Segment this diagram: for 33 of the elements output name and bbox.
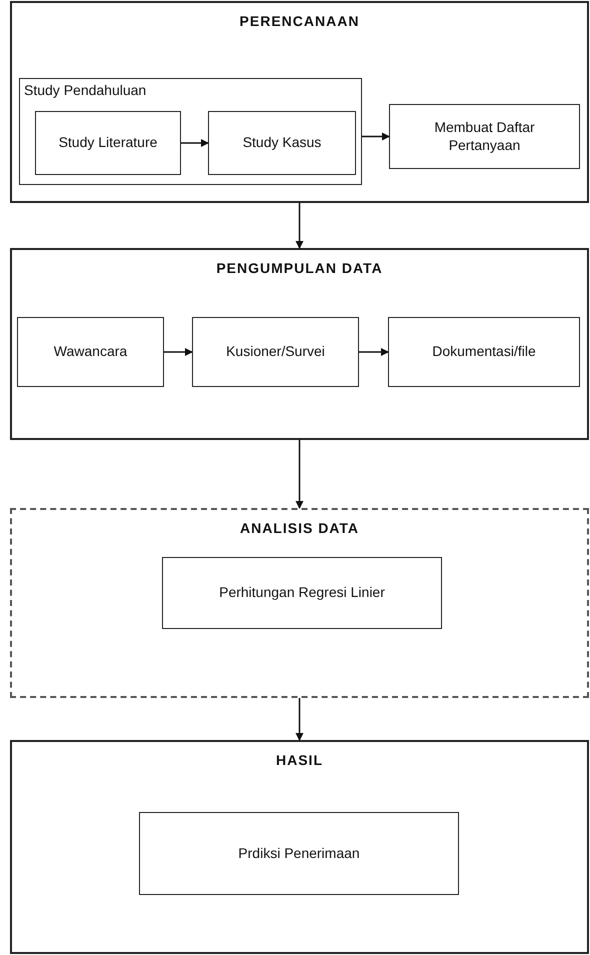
process-box xyxy=(162,557,442,629)
section-box xyxy=(10,1,589,203)
box-label: Kusioner/Survei xyxy=(226,343,325,361)
box-label: Prdiksi Penerimaan xyxy=(238,844,360,862)
arrow xyxy=(296,440,304,509)
arrow xyxy=(362,132,390,140)
process-box xyxy=(389,104,580,169)
box-label: Wawancara xyxy=(54,343,128,361)
arrow xyxy=(296,698,304,741)
box-label: Dokumentasi/file xyxy=(432,343,536,361)
dashed-section-box xyxy=(10,508,589,698)
box-label: Membuat Daftar Pertanyaan xyxy=(433,119,536,154)
arrow xyxy=(164,348,193,356)
box-label: Perhitungan Regresi Linier xyxy=(219,584,385,602)
section-box xyxy=(10,740,589,954)
process-box xyxy=(388,317,580,387)
process-box xyxy=(35,111,181,175)
process-box xyxy=(17,317,164,387)
group-box xyxy=(19,78,362,185)
group-heading: Study Pendahuluan xyxy=(24,82,146,100)
process-box xyxy=(192,317,359,387)
section-box xyxy=(10,248,589,440)
arrow xyxy=(296,203,304,249)
process-box xyxy=(139,812,459,895)
box-label: Study Literature xyxy=(58,134,158,152)
box-label: Study Kasus xyxy=(242,134,322,152)
section-heading: ANALISIS DATA xyxy=(238,520,360,538)
process-box xyxy=(208,111,356,175)
section-heading: HASIL xyxy=(275,752,324,770)
section-heading: PENGUMPULAN DATA xyxy=(215,260,384,278)
arrow xyxy=(359,348,389,356)
section-heading: PERENCANAAN xyxy=(238,13,360,30)
arrow xyxy=(181,139,209,147)
